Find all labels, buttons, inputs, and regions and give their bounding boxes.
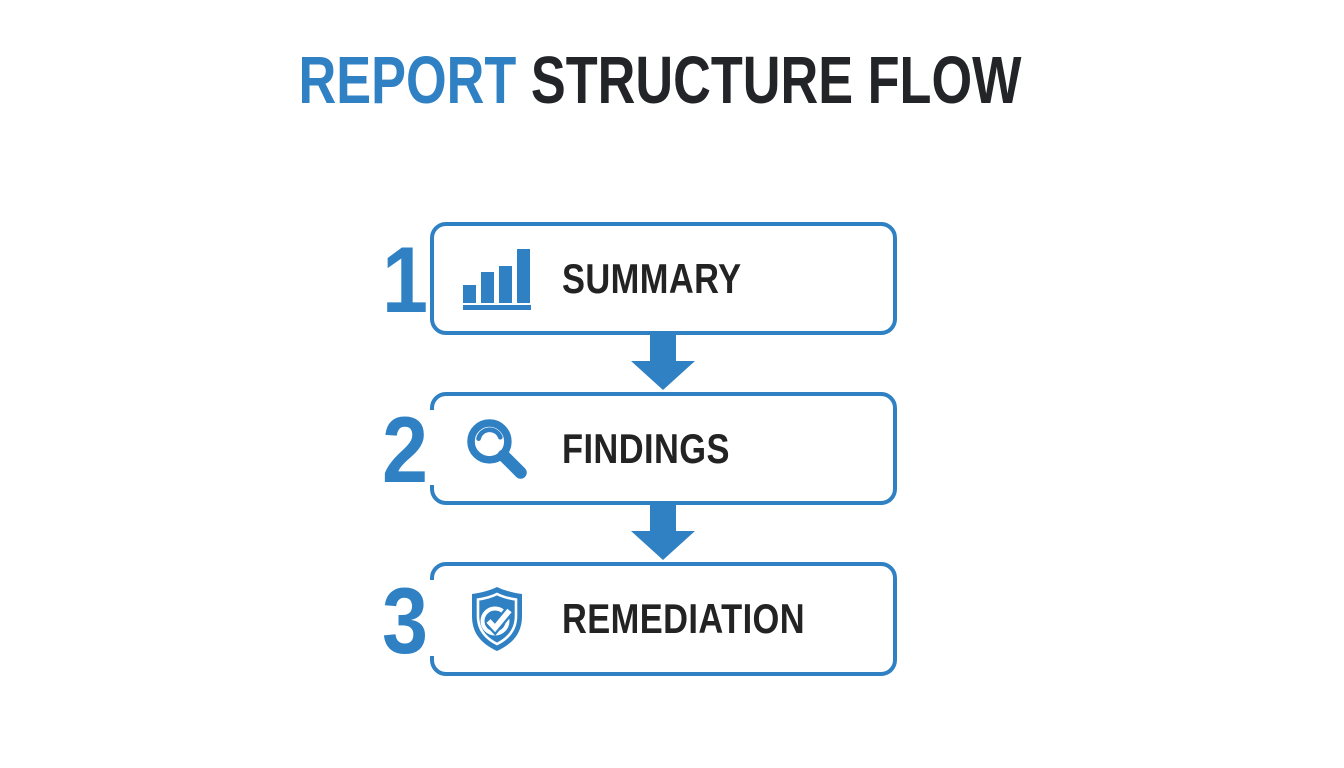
flow-arrow-down-icon [630,502,696,560]
flow-arrow-down-icon [630,332,696,390]
bar-chart-icon [460,248,534,310]
page-title-rest: STRUCTURE FLOW [516,43,1022,118]
step-3-box: REMEDIATION [429,562,897,676]
step-2-box: FINDINGS [429,392,897,505]
step-3-number: 3 [381,568,428,673]
shield-check-icon [460,584,534,654]
page-title-highlight: REPORT [298,43,517,118]
step-1-number: 1 [381,227,428,332]
step-2-label: FINDINGS [562,424,730,472]
page-title: REPORT STRUCTURE FLOW [299,47,1022,114]
step-2-number: 2 [381,397,428,502]
step-1-box: SUMMARY [430,222,897,335]
left-border-gap [429,410,436,485]
step-1-label: SUMMARY [562,254,742,302]
left-border-gap [429,580,436,656]
step-3-label: REMEDIATION [562,595,806,642]
search-icon [460,415,534,483]
